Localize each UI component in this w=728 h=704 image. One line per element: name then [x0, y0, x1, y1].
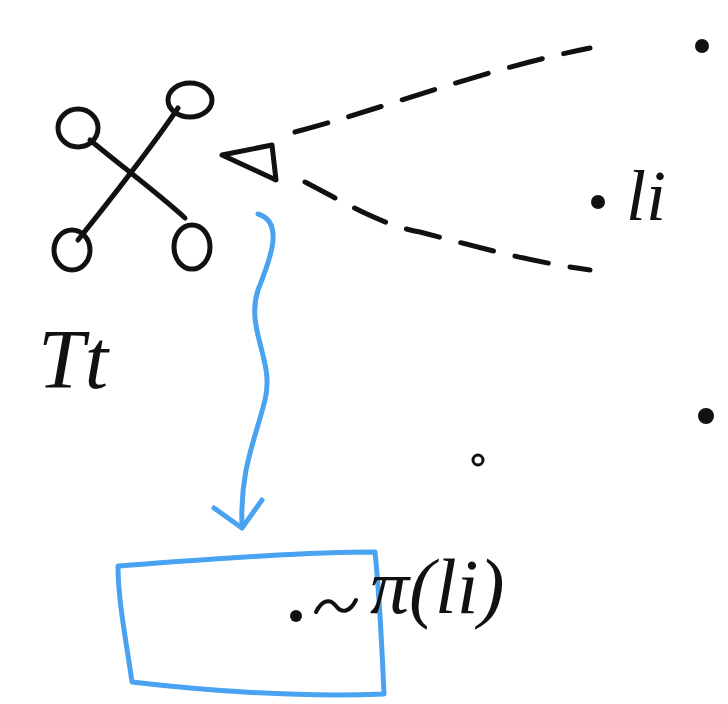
landmark-dot — [695, 39, 709, 53]
math-label: Tt — [38, 318, 108, 402]
landmark-dot — [473, 455, 483, 465]
rotor — [174, 225, 210, 269]
arrow-head — [214, 500, 262, 528]
rotor-arm — [78, 108, 178, 240]
rotor — [168, 83, 212, 117]
landmark-dot — [698, 408, 714, 424]
image-plane — [118, 552, 384, 695]
camera-symbol — [222, 145, 276, 180]
projection-arrow — [242, 214, 273, 525]
projected-point — [290, 610, 302, 622]
math-label: π(li) — [370, 548, 504, 626]
landmark-dot — [591, 195, 605, 209]
rotor-arm — [90, 140, 185, 218]
math-label: li — [626, 160, 666, 232]
rotor — [58, 109, 98, 147]
frustum-edge — [295, 48, 590, 132]
leader-tilde — [316, 600, 356, 612]
rotor — [54, 230, 90, 270]
frustum-edge — [305, 182, 590, 270]
